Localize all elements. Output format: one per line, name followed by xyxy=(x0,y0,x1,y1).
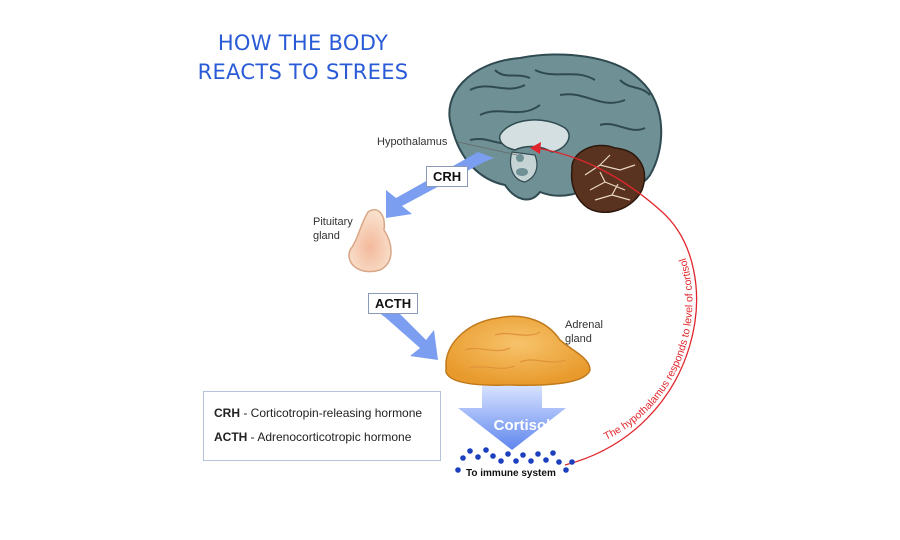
cortisol-dot xyxy=(569,459,575,465)
feedback-arc xyxy=(535,147,698,466)
cortisol-dot xyxy=(467,448,473,454)
cortisol-dot xyxy=(520,452,526,458)
crh-label: CRH xyxy=(426,166,469,187)
cortisol-dot xyxy=(513,458,519,464)
legend-desc: - Adrenocorticotropic hormone xyxy=(247,430,412,444)
legend-item-acth: ACTH - Adrenocorticotropic hormone xyxy=(214,430,411,444)
adrenal-label-line1: Adrenal xyxy=(565,319,603,331)
adrenal-label: Adrenal gland xyxy=(565,318,603,346)
legend-desc: - Corticotropin-releasing hormone xyxy=(240,406,423,420)
feedback-label: The hypothalamus responds to level of co… xyxy=(602,257,695,443)
acth-label: ACTH xyxy=(368,293,419,314)
cortisol-dot xyxy=(483,447,489,453)
legend-abbr: CRH xyxy=(214,406,240,420)
hypothalamus-label: Hypothalamus xyxy=(377,136,448,148)
cortisol-dot xyxy=(543,457,549,463)
pituitary-label: Pituitary gland xyxy=(313,215,353,243)
cortisol-dot xyxy=(535,451,541,457)
pituitary-label-line2: gland xyxy=(313,230,340,242)
cortisol-dot xyxy=(455,467,461,473)
feedback-arrowhead xyxy=(530,142,541,154)
acth-arrow xyxy=(378,306,438,360)
legend-box: CRH - Corticotropin-releasing hormone AC… xyxy=(203,391,441,461)
legend-item-crh: CRH - Corticotropin-releasing hormone xyxy=(214,406,422,420)
title-line-1: HOW THE BODY xyxy=(217,31,389,55)
cortisol-dot xyxy=(556,459,562,465)
cerebellum-illustration xyxy=(570,144,646,213)
cortisol-arrow xyxy=(458,386,566,450)
cortisol-dot xyxy=(490,453,496,459)
cortisol-dot xyxy=(498,458,504,464)
title-line-2: REACTS TO STREES xyxy=(197,60,409,84)
pituitary-gland-illustration xyxy=(348,209,392,273)
cortisol-dot xyxy=(528,458,534,464)
cortisol-dot xyxy=(460,455,466,461)
cortisol-dot xyxy=(563,467,569,473)
hypothalamus-pointer xyxy=(457,141,518,156)
cortisol-molecules xyxy=(455,447,575,473)
adrenal-gland-illustration xyxy=(445,315,591,387)
adrenal-label-line2: gland xyxy=(565,333,592,345)
immune-system-label: To immune system xyxy=(466,468,556,479)
legend-abbr: ACTH xyxy=(214,430,248,444)
cortisol-label: Cortisol xyxy=(493,417,551,434)
pituitary-label-line1: Pituitary xyxy=(313,216,353,228)
cortisol-dot xyxy=(475,454,481,460)
cortisol-dot xyxy=(505,451,511,457)
cortisol-dot xyxy=(550,450,556,456)
